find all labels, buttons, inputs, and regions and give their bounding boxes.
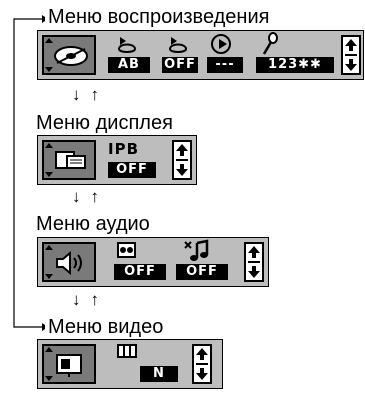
karaoke-value[interactable]: 123✱✱ [256,57,334,73]
video-screen-icon [56,354,82,377]
display-menu-thumbnail[interactable] [42,140,96,180]
up-down-arrows-icon [345,39,357,71]
ipb-label: IPB [108,140,140,158]
audio-output-value[interactable]: OFF [114,264,166,280]
video-menu-panel: N [37,339,223,389]
audio-effect-value[interactable]: OFF [176,264,228,280]
microphone-icon [262,32,278,55]
video-menu-title: Меню видео [48,316,164,338]
window-icon [117,344,137,358]
display-menu-panel: IPB OFF [37,135,197,185]
audio-menu-title: Меню аудио [36,213,150,235]
music-note-icon [184,239,209,261]
up-down-arrows-icon [176,144,188,176]
up-down-arrows-icon [248,246,260,278]
playback-menu-thumbnail[interactable] [42,35,96,75]
up-triangle-icon [45,347,53,352]
playback-menu-panel: AB OFF --- 123✱✱ [37,30,364,80]
video-scroll-control[interactable] [192,344,212,384]
down-triangle-icon [45,172,53,177]
menu-cycle-connector [13,15,45,331]
repeat-icon [169,37,188,53]
display-screen-icon [55,151,86,169]
audio-scroll-control[interactable] [244,242,264,282]
speaker-icon [56,250,82,276]
audio-menu-thumbnail[interactable] [42,242,96,282]
display-scroll-control[interactable] [172,140,192,180]
up-triangle-icon [45,38,53,43]
repeat-mode-value[interactable]: OFF [162,57,198,73]
disc-value[interactable]: --- [207,57,243,73]
playback-menu-title: Меню воспроизведения [48,6,270,28]
disc-tray-icon [54,46,88,66]
video-menu-thumbnail[interactable] [42,344,96,384]
up-triangle-icon [45,143,53,148]
transition-arrows: ↓↑ [72,290,109,309]
transition-arrows: ↓↑ [72,85,109,104]
playback-scroll-control[interactable] [341,35,361,75]
display-menu-title: Меню дисплея [36,112,173,134]
repeat-ab-value[interactable]: AB [108,57,150,73]
up-triangle-icon [45,245,53,250]
tv-system-value[interactable]: N [140,366,178,382]
disc-play-icon [211,34,231,54]
ipb-value[interactable]: OFF [108,162,156,178]
transition-arrows: ↓↑ [72,187,109,206]
audio-menu-panel: OFF OFF [37,237,269,287]
repeat-icon [118,37,137,53]
down-triangle-icon [45,274,53,279]
up-down-arrows-icon [196,348,208,380]
speaker-box-icon [117,242,136,258]
down-triangle-icon [45,67,53,72]
down-triangle-icon [45,376,53,381]
